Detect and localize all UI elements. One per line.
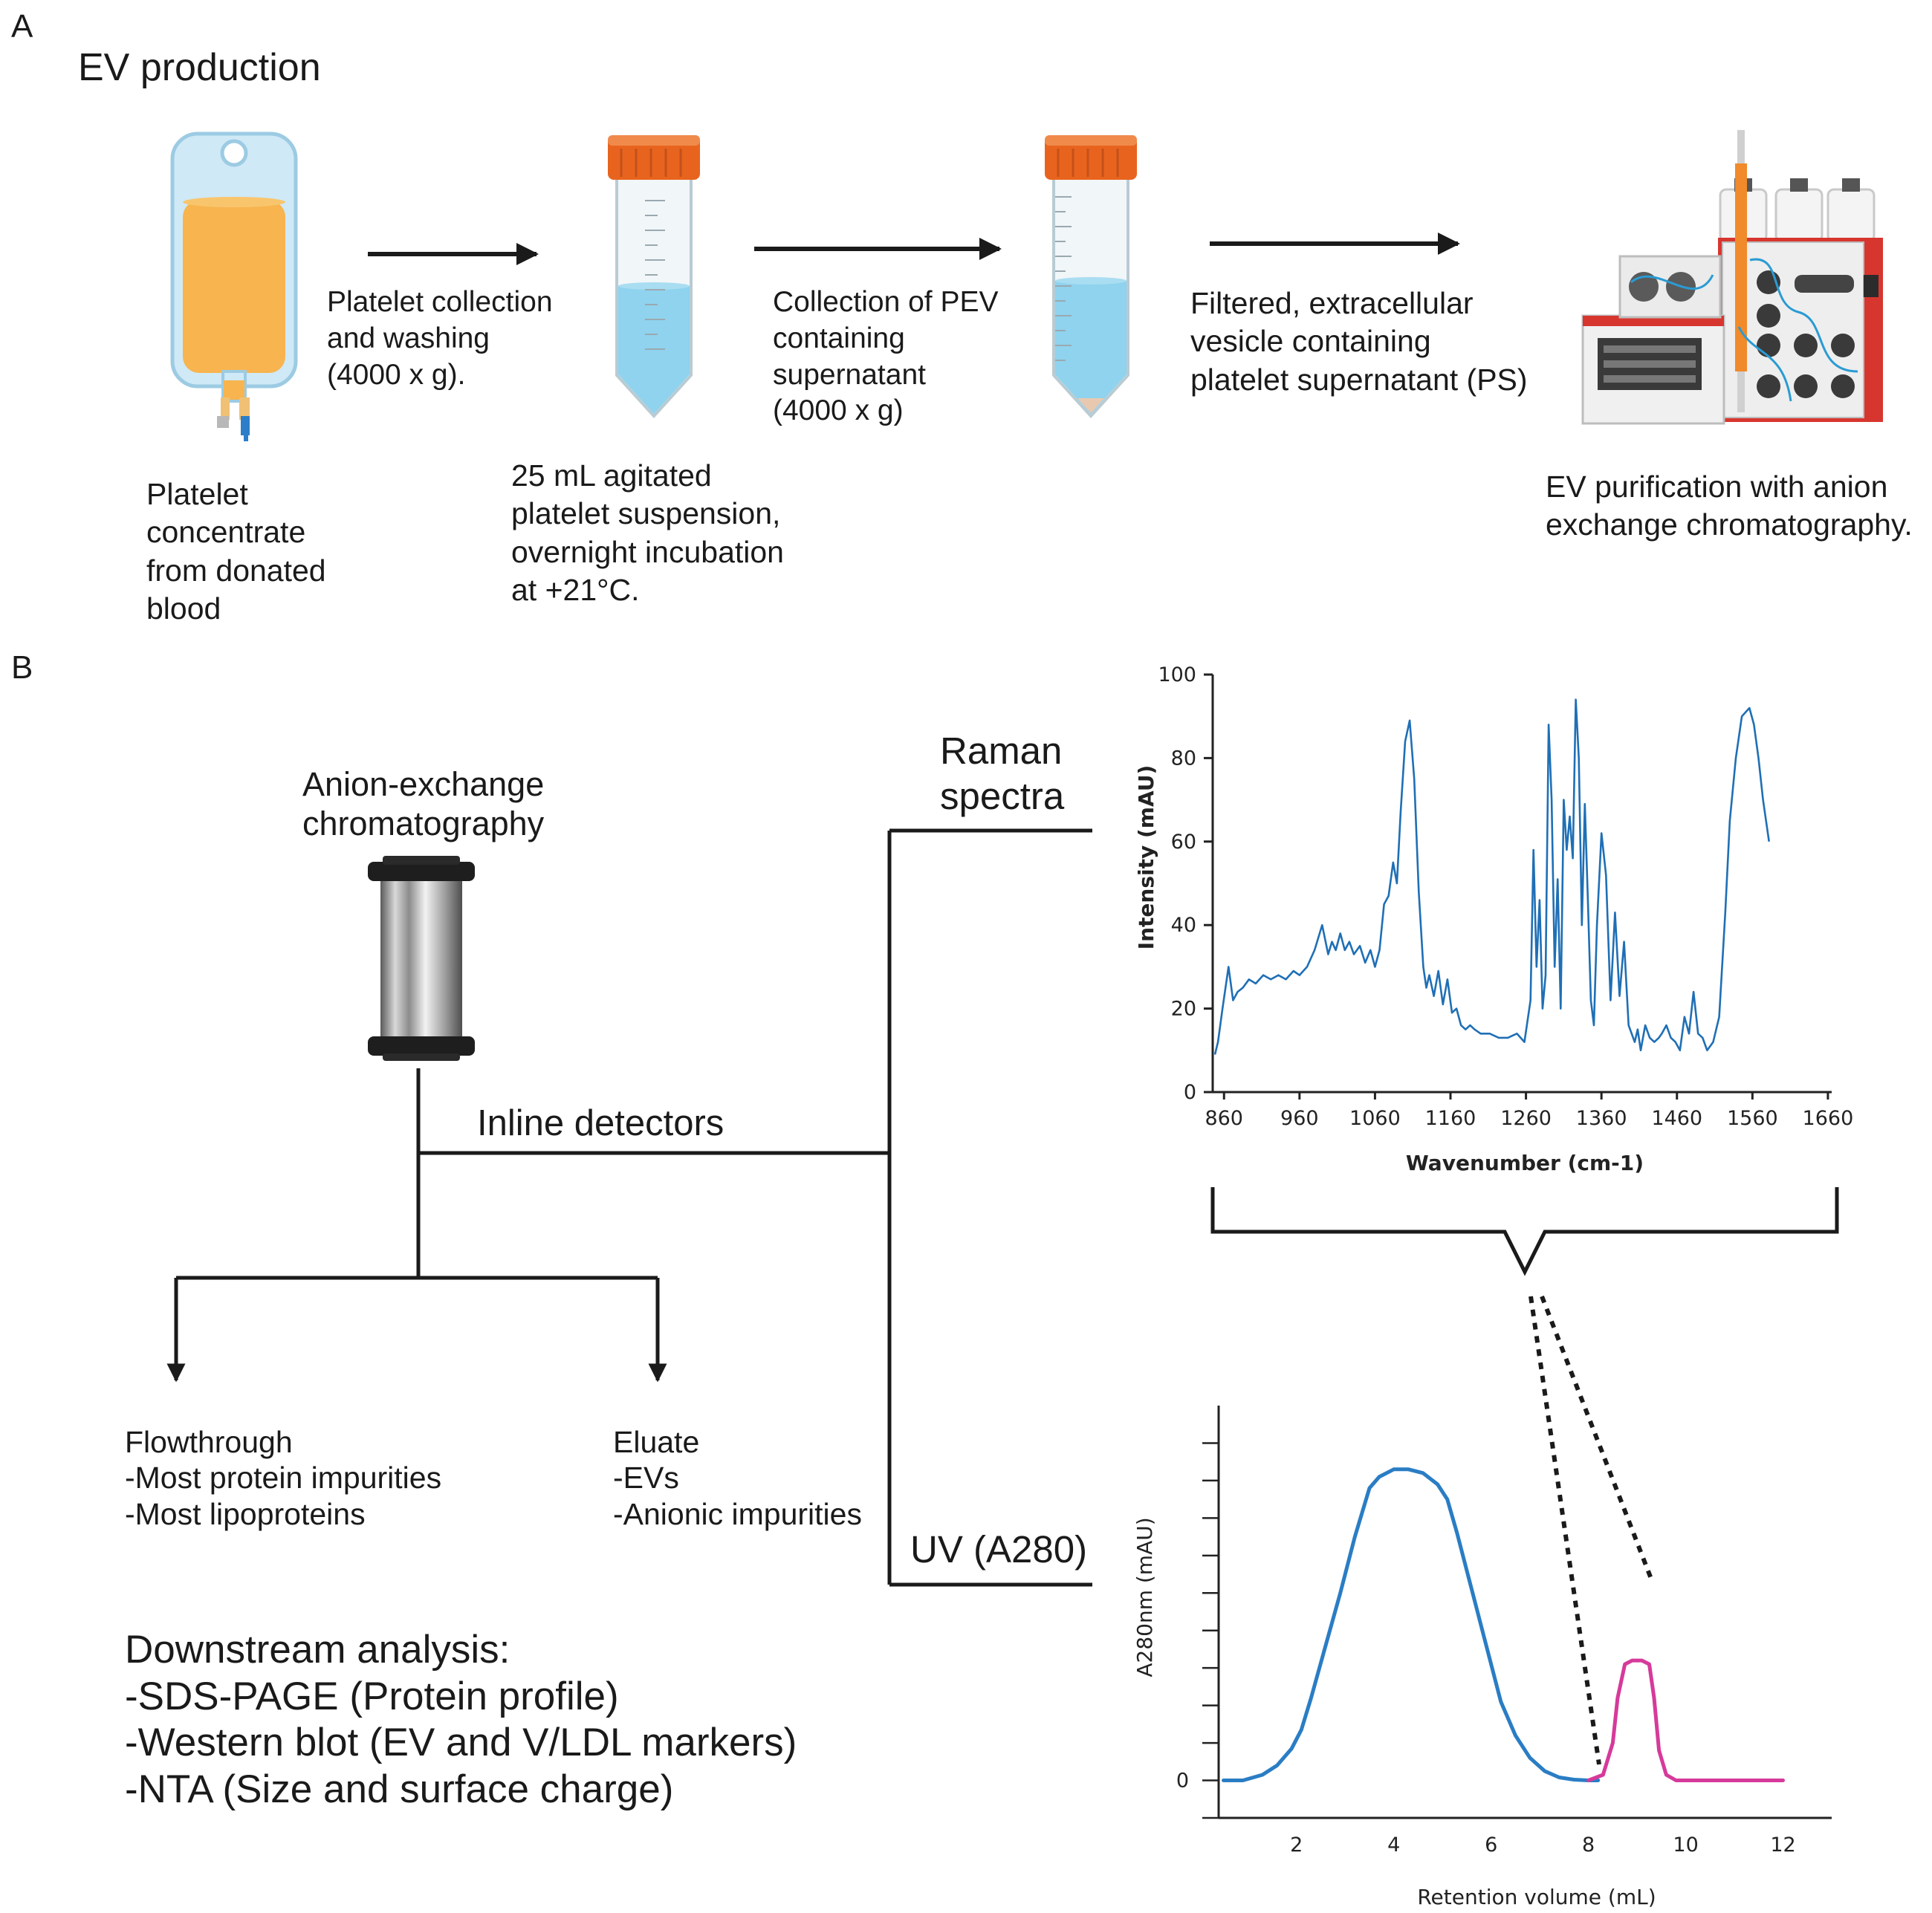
panel-b-letter: B — [11, 649, 33, 686]
uv-series-blue-line — [1222, 1467, 1601, 1782]
raman-y-tick-label: 0 — [1184, 1081, 1196, 1104]
uv-y-tick-label: 0 — [1176, 1770, 1189, 1793]
step1-caption: Platelet concentrate from donated blood — [146, 477, 326, 626]
uv-chart: 0 2 4 6 8 10 12 Retention volume (mL) A280nm … — [1132, 1406, 1832, 1909]
arrow3-label: Filtered, extracellular vesicle containi… — [1190, 286, 1528, 397]
conical-tube-supernatant-icon — [1045, 135, 1137, 418]
conical-tube-suspension-icon — [608, 135, 700, 418]
uv-x-tick-label: 8 — [1582, 1834, 1595, 1857]
raman-bracket — [1210, 1187, 1839, 1276]
zoom-line-left — [1529, 1296, 1601, 1765]
raman-x-tick-label: 1260 — [1500, 1107, 1552, 1130]
uv-y-axis-label: A280nm (mAU) — [1132, 1517, 1157, 1677]
blood-bag-icon — [170, 131, 298, 441]
raman-chart: 0 20 40 60 80 100 860 960 1060 1160 1260 1360 1460 1… — [1134, 663, 1853, 1175]
raman-x-tick-label: 1160 — [1425, 1107, 1476, 1130]
uv-x-tick-label: 2 — [1290, 1834, 1303, 1857]
arrow1-label: Platelet collection and washing (4000 x … — [327, 286, 553, 391]
raman-x-tick-label: 1060 — [1349, 1107, 1401, 1130]
raman-y-tick-label: 40 — [1171, 914, 1196, 937]
step4-caption: EV purification with anion exchange chro… — [1546, 470, 1913, 542]
raman-x-tick-label: 960 — [1280, 1107, 1319, 1130]
raman-x-axis-label: Wavenumber (cm-1) — [1406, 1151, 1644, 1175]
uv-x-tick-label: 12 — [1770, 1834, 1795, 1857]
uv-x-tick-label: 10 — [1673, 1834, 1698, 1857]
flowthrough-text: Flowthrough -Most protein impurities -Mo… — [125, 1425, 442, 1531]
uv-series-pink-line — [1586, 1658, 1785, 1782]
step2-caption: 25 mL agitated platelet suspension, over… — [511, 458, 784, 607]
chromatography-system-icon — [1581, 130, 1883, 425]
inline-detectors-label: Inline detectors — [477, 1103, 724, 1143]
raman-y-tick-label: 80 — [1171, 747, 1196, 770]
uv-x-tick-label: 6 — [1485, 1834, 1497, 1857]
uv-x-tick-label: 4 — [1387, 1834, 1400, 1857]
column-label: Anion-exchange chromatography — [302, 765, 545, 842]
raman-x-tick-label: 1460 — [1651, 1107, 1702, 1130]
raman-x-tick-label: 860 — [1205, 1107, 1243, 1130]
panel-a-letter: A — [11, 8, 33, 45]
raman-y-tick-label: 20 — [1171, 998, 1196, 1021]
zoom-line-right — [1540, 1295, 1653, 1580]
raman-y-tick-label: 100 — [1158, 663, 1196, 686]
raman-series-line — [1213, 698, 1770, 1055]
flow-diagram-lines — [176, 828, 1092, 1587]
arrow2-label: Collection of PEV containing supernatant… — [773, 286, 999, 427]
raman-y-axis-label: Intensity (mAU) — [1134, 765, 1158, 950]
uv-x-axis-label: Retention volume (mL) — [1417, 1885, 1656, 1909]
raman-spectra-label: Raman spectra — [940, 730, 1065, 818]
raman-x-tick-label: 1560 — [1727, 1107, 1778, 1130]
raman-x-tick-label: 1660 — [1803, 1107, 1854, 1130]
uv-a280-label: UV (A280) — [910, 1528, 1088, 1571]
raman-x-tick-label: 1360 — [1576, 1107, 1627, 1130]
downstream-analysis-text: Downstream analysis: -SDS-PAGE (Protein … — [125, 1628, 797, 1811]
eluate-text: Eluate -EVs -Anionic impurities — [613, 1425, 862, 1531]
raman-y-tick-label: 60 — [1171, 831, 1196, 854]
panel-a-title: EV production — [78, 46, 321, 89]
anion-exchange-column-icon — [368, 856, 475, 1061]
